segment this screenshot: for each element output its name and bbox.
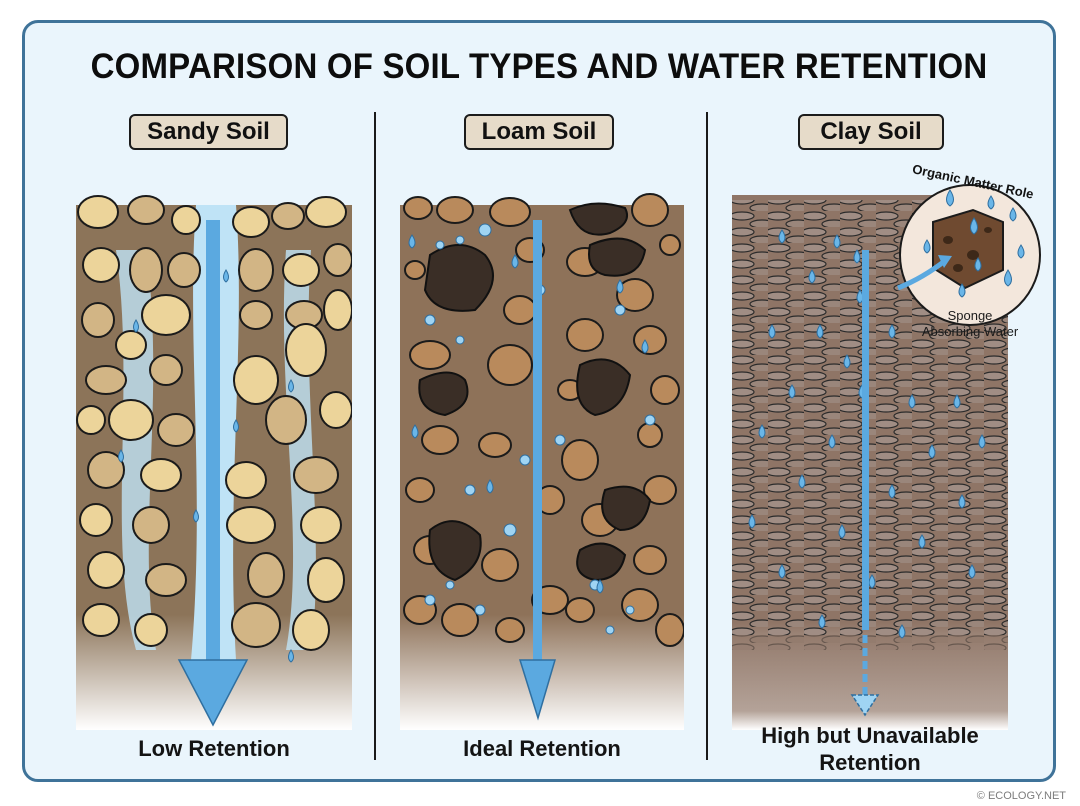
caption-clay-line2: Retention (819, 750, 921, 775)
clay-soil-illustration (732, 195, 1008, 730)
panel-clay-soil: Clay Soil (708, 0, 1058, 775)
sandy-soil-column (76, 190, 352, 730)
panel-loam-soil: Loam Soil (376, 0, 706, 761)
label-clay-soil: Clay Soil (798, 114, 944, 150)
panel-sandy-soil: Sandy Soil (0, 0, 374, 761)
caption-loam-soil: Ideal Retention (463, 736, 621, 761)
caption-sandy-soil: Low Retention (138, 736, 290, 761)
column-divider-2 (706, 112, 708, 760)
column-divider-1 (374, 112, 376, 760)
loam-soil-column (400, 190, 684, 730)
organic-matter-inset: Organic Matter Role Sponge Absorbing Wat… (878, 160, 1058, 360)
inset-caption-line2: Absorbing Water (921, 324, 1019, 339)
label-sandy-soil: Sandy Soil (129, 114, 288, 150)
copyright-footer: © ECOLOGY.NET (976, 790, 1066, 802)
loam-soil-illustration (400, 193, 684, 730)
clay-soil-column (732, 195, 1008, 730)
inset-caption-line1: Sponge (947, 308, 993, 323)
caption-clay-line1: High but Unavailable (761, 723, 979, 748)
diagram-title: COMPARISON OF SOIL TYPES AND WATER RETEN… (90, 45, 988, 86)
sponge-illustration (897, 184, 1041, 326)
sandy-soil-illustration (76, 195, 352, 730)
caption-clay-soil: High but Unavailable Retention (732, 722, 1008, 776)
label-loam-soil: Loam Soil (464, 114, 614, 150)
